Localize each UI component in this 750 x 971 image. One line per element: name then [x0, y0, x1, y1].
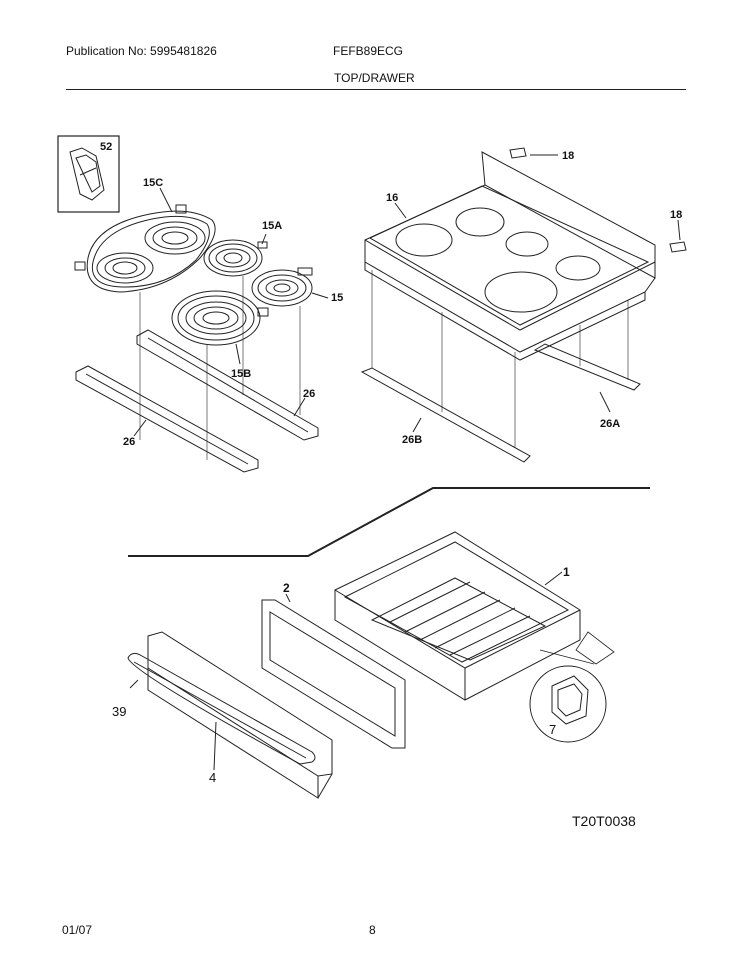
section-title: TOP/DRAWER: [334, 71, 415, 85]
diagram-code: T20T0038: [572, 813, 636, 829]
cooktop-16[interactable]: 16: [364, 151, 656, 361]
trim-26a[interactable]: 26A: [533, 343, 641, 430]
header-rule: [66, 89, 686, 90]
callout-52: 52: [100, 141, 112, 153]
callout-1: 1: [563, 565, 570, 579]
callout-16: 16: [386, 192, 398, 204]
callout-2: 2: [283, 581, 290, 595]
element-15c[interactable]: 15C: [74, 177, 216, 293]
model-number: FEFB89ECG: [333, 44, 404, 58]
clip-18-right[interactable]: 18: [669, 209, 687, 253]
element-15[interactable]: 15: [251, 267, 343, 307]
callout-7: 7: [549, 722, 556, 737]
drawer-front-4[interactable]: 4: [147, 631, 333, 799]
callout-15b: 15B: [231, 368, 251, 380]
element-15a[interactable]: 15A: [203, 220, 282, 277]
callout-26b: 26B: [402, 434, 422, 446]
section-divider: [128, 487, 650, 557]
callout-26-lower: 26: [123, 436, 135, 448]
callout-15: 15: [331, 292, 343, 304]
panel-2[interactable]: 2: [261, 581, 406, 749]
bracket-26-lower[interactable]: 26: [75, 365, 259, 473]
trim-26b[interactable]: 26B: [360, 367, 531, 463]
callout-15c: 15C: [143, 177, 163, 189]
alignment-lines-right: [371, 270, 629, 448]
page-number: 8: [369, 923, 376, 937]
callout-26a: 26A: [600, 418, 620, 430]
roller-7[interactable]: 7: [529, 631, 615, 743]
callout-18-upper: 18: [562, 150, 574, 162]
drawer-1[interactable]: 1: [334, 531, 581, 701]
alignment-lines-left: [139, 276, 301, 460]
callout-15a: 15A: [262, 220, 282, 232]
publication-number: Publication No: 5995481826: [66, 44, 217, 58]
footer-date: 01/07: [62, 923, 93, 937]
bracket-26-upper[interactable]: 26: [136, 329, 319, 441]
callout-26-upper: 26: [303, 388, 315, 400]
handle-39[interactable]: 39: [112, 652, 316, 765]
callout-4: 4: [209, 770, 216, 785]
element-15b[interactable]: 15B: [171, 290, 269, 380]
callout-18-right: 18: [670, 209, 682, 221]
part-52-inset[interactable]: 52: [57, 135, 120, 213]
clip-18-upper[interactable]: 18: [509, 147, 574, 162]
callout-39: 39: [112, 704, 126, 719]
